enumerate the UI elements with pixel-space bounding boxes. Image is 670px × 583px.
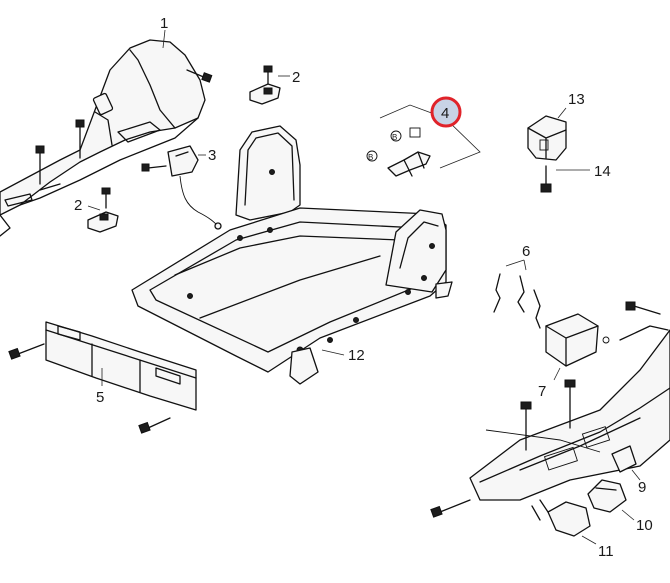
part-2-clip-top	[249, 65, 290, 105]
bolt-icon	[138, 417, 171, 434]
callout-13: 13	[568, 91, 585, 108]
bolt-icon	[430, 499, 471, 518]
callout-4-highlighted[interactable]: 4	[430, 96, 462, 128]
callout-12: 12	[348, 347, 365, 364]
callout-3: 3	[208, 147, 216, 164]
part-6-springs	[493, 259, 541, 329]
bolt-icon	[625, 301, 661, 315]
callout-10: 10	[636, 517, 653, 534]
callout-2-left: 2	[74, 197, 82, 214]
part-4-fastener-kit: B B	[366, 104, 481, 177]
callout-1: 1	[160, 15, 168, 32]
bolt-icon	[35, 145, 45, 185]
part-2-clip-left	[87, 187, 119, 233]
callout-14: 14	[594, 163, 611, 180]
leader-line-1	[162, 29, 166, 49]
part-9-switch	[611, 445, 641, 481]
part-11-lever	[531, 499, 597, 545]
svg-text:B: B	[368, 153, 373, 162]
part-12-seat-frame	[131, 125, 453, 385]
bolt-icon	[75, 119, 85, 159]
bolt-icon	[564, 379, 576, 429]
callout-4-label: 4	[441, 105, 449, 122]
part-5-lower-rail	[45, 321, 197, 411]
bolt-icon	[520, 401, 532, 451]
part-7-motor-unit	[545, 313, 610, 381]
bolt-icon	[186, 69, 213, 83]
part-1-side-rail	[0, 39, 206, 237]
part-3-latch-with-cable	[141, 145, 222, 230]
callout-11: 11	[598, 543, 614, 560]
part-10-knob	[587, 479, 635, 521]
callout-5: 5	[96, 389, 104, 406]
bolt-icon	[8, 343, 45, 360]
callout-2-top: 2	[292, 69, 300, 86]
part-14-screw	[540, 165, 590, 193]
part-13-bracket	[527, 107, 567, 161]
callout-6: 6	[522, 243, 530, 260]
callout-9: 9	[638, 479, 646, 496]
callout-7: 7	[538, 383, 546, 400]
svg-text:B: B	[392, 133, 397, 142]
